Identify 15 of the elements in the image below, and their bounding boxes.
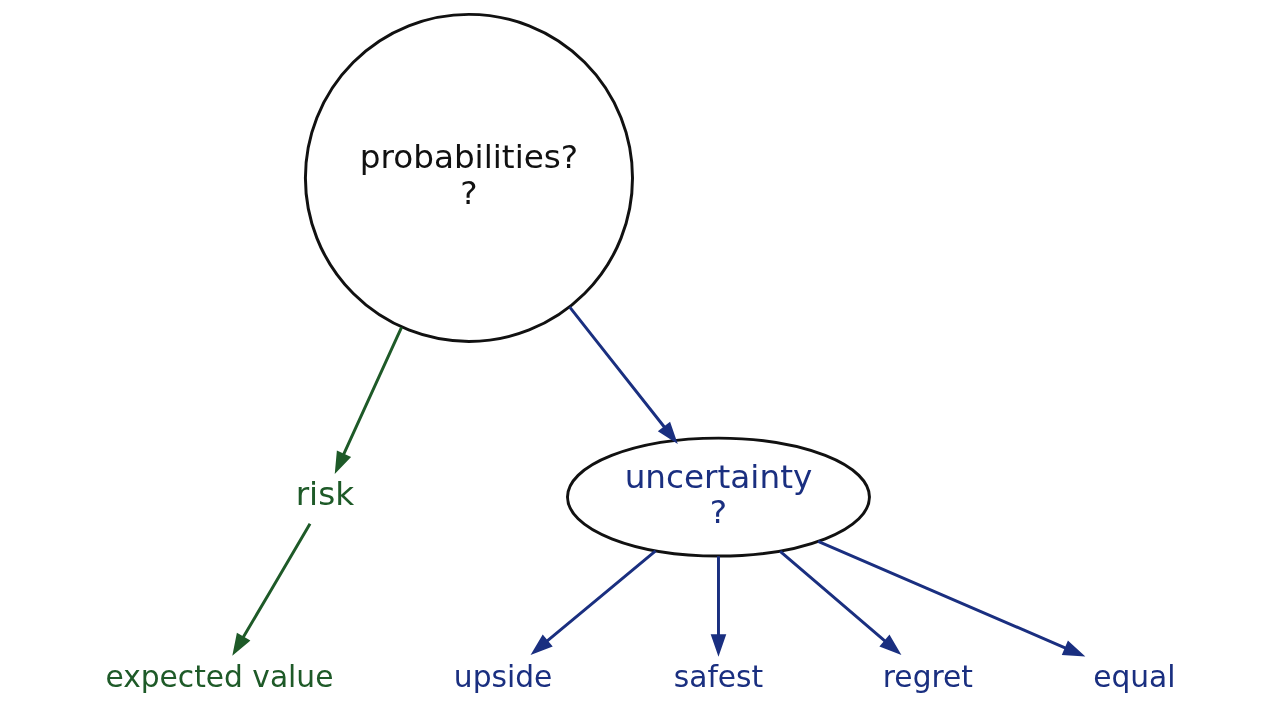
node-text: expected value (104, 658, 333, 694)
arrow (231, 523, 311, 656)
node-text: equal (1092, 658, 1176, 694)
arrow (817, 540, 1085, 657)
arrow (568, 306, 678, 445)
node-text: risk (295, 475, 354, 514)
node-circle: probabilities? ? (303, 12, 634, 343)
arrow (334, 326, 403, 474)
arrow (710, 556, 726, 657)
node-text: upside (453, 658, 552, 694)
node-ellipse: uncertainty ? (565, 436, 871, 558)
node-text: regret (882, 658, 973, 694)
arrow (530, 549, 657, 655)
arrow (778, 550, 901, 656)
node-text: safest (673, 658, 763, 694)
